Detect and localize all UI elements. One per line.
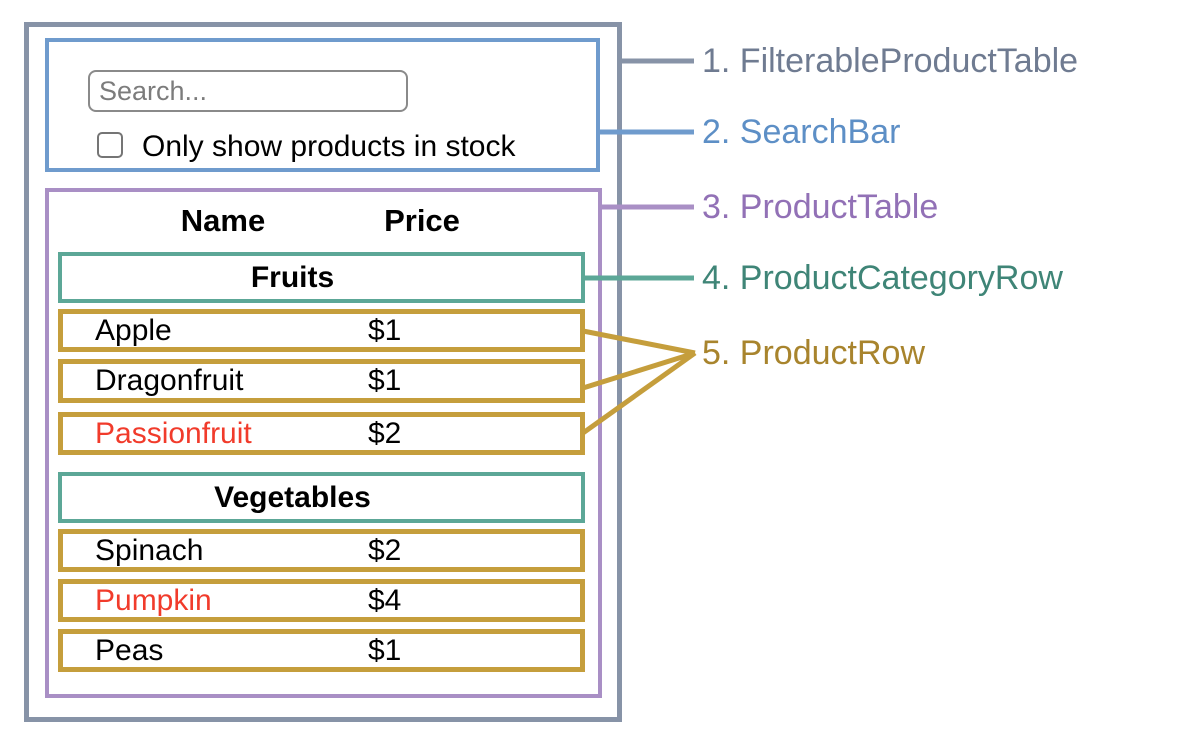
product-price: $1 bbox=[368, 364, 402, 397]
product-price: $2 bbox=[368, 533, 402, 567]
product-name: Apple bbox=[95, 313, 172, 347]
product-row-spinach: Spinach $2 bbox=[58, 529, 585, 572]
label-product-row: 5. ProductRow bbox=[702, 334, 925, 372]
product-name: Pumpkin bbox=[95, 583, 212, 617]
in-stock-checkbox-label: Only show products in stock bbox=[142, 130, 516, 163]
search-input[interactable] bbox=[88, 70, 408, 112]
product-row-passionfruit: Passionfruit $2 bbox=[58, 412, 585, 455]
price-column-header: Price bbox=[384, 203, 460, 238]
in-stock-checkbox[interactable] bbox=[97, 132, 123, 158]
product-row-peas: Peas $1 bbox=[58, 629, 585, 672]
product-name: Peas bbox=[95, 633, 164, 667]
product-row-pumpkin: Pumpkin $4 bbox=[58, 579, 585, 622]
product-price: $4 bbox=[368, 583, 402, 617]
product-price: $1 bbox=[368, 633, 402, 667]
product-name: Dragonfruit bbox=[95, 364, 244, 397]
product-price: $1 bbox=[368, 313, 402, 347]
category-label: Fruits bbox=[250, 260, 335, 294]
label-filterable-product-table: 1. FilterableProductTable bbox=[702, 42, 1079, 80]
product-name: Passionfruit bbox=[95, 416, 252, 450]
label-product-category-row: 4. ProductCategoryRow bbox=[702, 259, 1063, 297]
name-column-header: Name bbox=[180, 203, 266, 238]
category-label: Vegetables bbox=[214, 480, 371, 514]
category-row-vegetables: Vegetables bbox=[58, 472, 585, 523]
product-price: $2 bbox=[368, 416, 402, 450]
label-search-bar: 2. SearchBar bbox=[702, 113, 901, 151]
label-product-table: 3. ProductTable bbox=[702, 188, 939, 226]
category-row-fruits: Fruits bbox=[58, 252, 585, 303]
product-row-dragonfruit: Dragonfruit $1 bbox=[58, 359, 585, 403]
product-row-apple: Apple $1 bbox=[58, 309, 585, 352]
product-name: Spinach bbox=[95, 533, 204, 567]
